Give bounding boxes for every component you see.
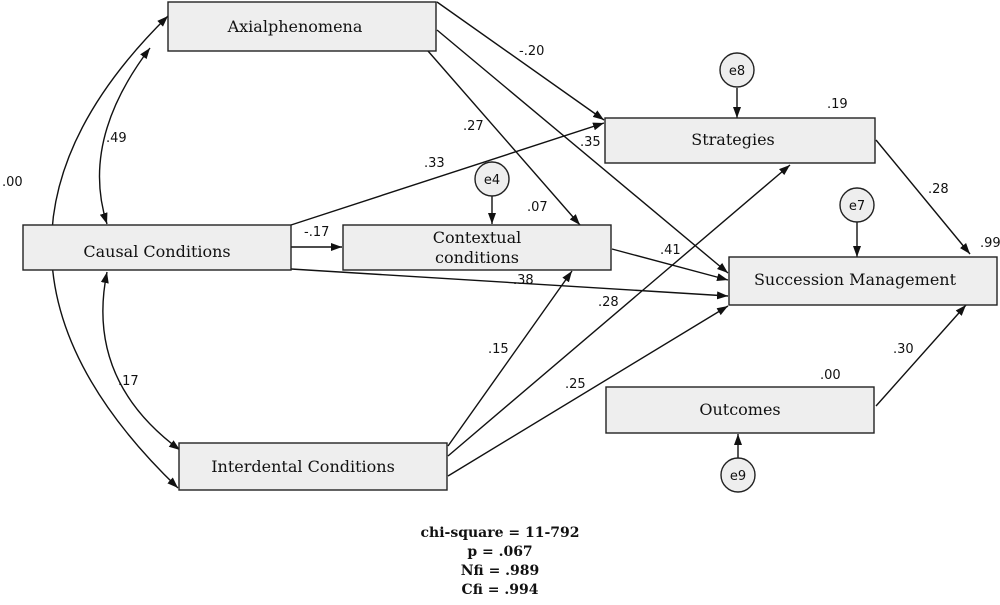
fit-p-value: p = .067 <box>467 544 533 560</box>
node-label-line1: Contextual <box>433 228 522 247</box>
corr-axial-interdental: .00 <box>2 175 23 190</box>
coef-interdental-strategies: .28 <box>598 295 619 310</box>
arrow-causal-strategies <box>290 122 605 226</box>
model-fit-stats: chi-square = 11-792 p = .067 Nfi = .989 … <box>0 524 1000 600</box>
node-succession-management: Succession Management <box>728 256 998 306</box>
arrow-contextual-succession <box>611 248 729 282</box>
node-label-line2: conditions <box>435 248 519 267</box>
r2-contextual: .07 <box>527 200 548 215</box>
r2-succession: .99 <box>980 236 1000 251</box>
coef-axial-succession: .35 <box>580 135 601 150</box>
arrow-interdental-succession <box>447 305 729 477</box>
error-e8: e8 <box>719 52 755 88</box>
path-coefficients: -.20 .27 .35 .33 -.17 .38 .41 .15 .28 .2… <box>304 44 949 392</box>
arrow-causal-succession <box>290 268 729 300</box>
error-label: e9 <box>730 469 746 484</box>
node-label: Outcomes <box>699 400 780 419</box>
coef-causal-contextual: -.17 <box>304 225 329 240</box>
node-axialphenomena: Axialphenomena <box>167 1 437 52</box>
variable-boxes: Axialphenomena Causal Conditions Context… <box>22 1 998 491</box>
coef-interdental-succession: .25 <box>565 377 586 392</box>
coef-strategies-succession: .28 <box>928 182 949 197</box>
coef-causal-succession: .38 <box>513 273 534 288</box>
corr-axial-causal: .49 <box>106 131 127 146</box>
arrow-interdental-strategies <box>447 164 791 457</box>
path-arrows <box>290 1 971 477</box>
arrow-strategies-succession <box>875 139 971 255</box>
coef-axial-contextual: .27 <box>463 119 484 134</box>
node-outcomes: Outcomes <box>605 386 875 434</box>
node-causal-conditions: Causal Conditions <box>22 224 292 271</box>
fit-nfi: Nfi = .989 <box>460 563 540 579</box>
node-label: Strategies <box>691 130 775 149</box>
r2-strategies: .19 <box>827 97 848 112</box>
correlation-coefficients: .49 .17 .00 <box>2 131 139 389</box>
arrow-axial-succession <box>436 29 729 274</box>
arrow-outcomes-succession <box>875 304 967 407</box>
fit-cfi: Cfi = .994 <box>461 582 539 598</box>
error-label: e7 <box>849 199 865 214</box>
arrow-interdental-contextual <box>447 270 573 447</box>
node-label: Causal Conditions <box>83 242 230 261</box>
corr-causal-interdental: .17 <box>118 374 139 389</box>
node-label: Axialphenomena <box>227 17 363 36</box>
node-strategies: Strategies <box>604 117 876 164</box>
curve-axial-causal <box>98 47 151 225</box>
coef-causal-strategies: .33 <box>424 156 445 171</box>
error-e7: e7 <box>839 187 875 223</box>
arrow-axial-strategies <box>436 1 605 121</box>
error-e4: e4 <box>474 161 510 197</box>
coef-contextual-succession: .41 <box>660 243 681 258</box>
node-label: Interdental Conditions <box>211 457 395 476</box>
curve-causal-interdental <box>100 271 181 451</box>
error-terms: e8 e4 e7 e9 <box>474 52 875 493</box>
coef-interdental-contextual: .15 <box>488 342 509 357</box>
node-interdental-conditions: Interdental Conditions <box>178 442 448 491</box>
fit-chi-square: chi-square = 11-792 <box>420 525 580 541</box>
coef-outcomes-succession: .30 <box>893 342 914 357</box>
node-label: Succession Management <box>754 270 957 289</box>
node-contextual-conditions: Contextual conditions <box>342 224 612 271</box>
r-squared-labels: .19 .07 .99 .00 <box>527 97 1000 383</box>
error-e9: e9 <box>720 457 756 493</box>
arrow-axial-contextual <box>427 50 581 226</box>
error-label: e8 <box>729 64 745 79</box>
r2-outcomes: .00 <box>820 368 841 383</box>
coef-axial-strategies: -.20 <box>519 44 544 59</box>
error-label: e4 <box>484 173 500 188</box>
